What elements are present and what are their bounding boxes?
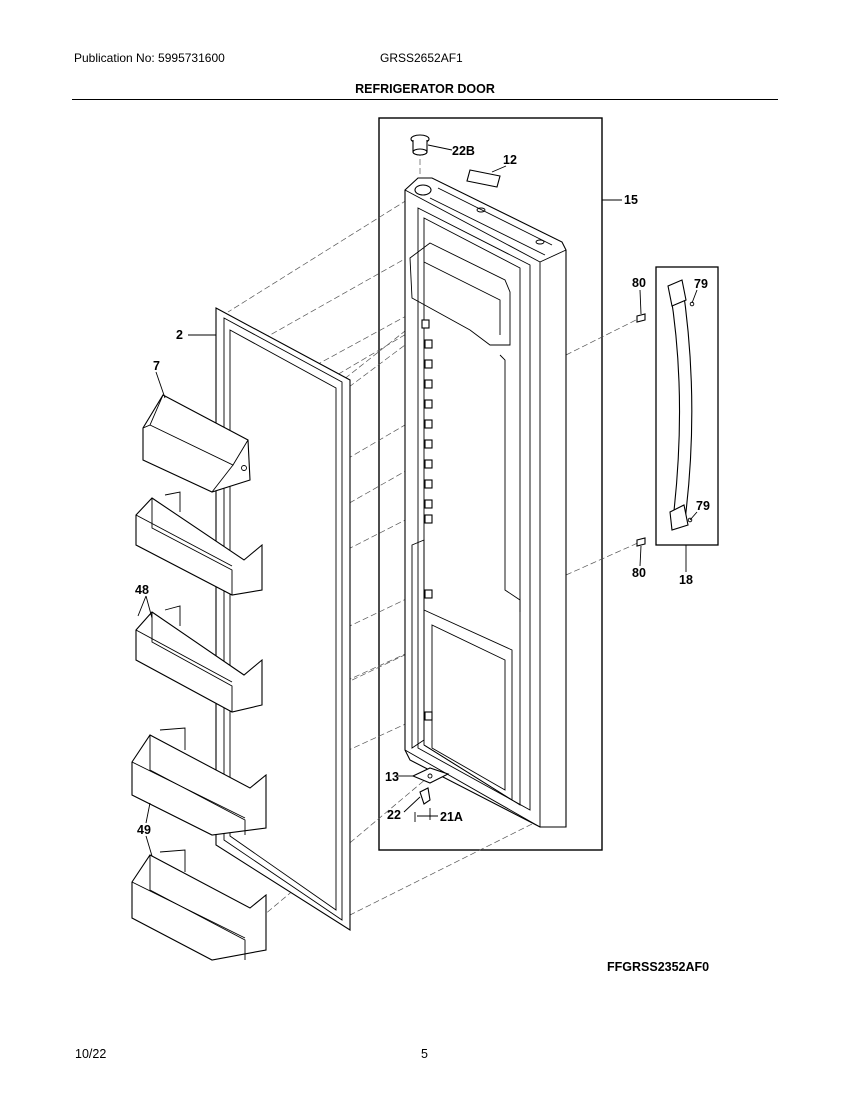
callout-22: 22 — [387, 808, 401, 822]
publication-number: Publication No: 5995731600 — [74, 51, 225, 65]
part-7-dairy-bin — [142, 394, 251, 493]
callout-13: 13 — [385, 770, 399, 784]
callout-7: 7 — [153, 359, 160, 373]
callout-79-bottom: 79 — [696, 499, 710, 513]
part-13-hinge — [411, 767, 450, 822]
part-22b-cap — [410, 134, 430, 156]
callout-22b: 22B — [452, 144, 475, 158]
door-liner — [404, 177, 567, 828]
door-assembly-frame — [378, 117, 603, 851]
door-bin-1 — [135, 491, 263, 596]
callout-79-top: 79 — [694, 277, 708, 291]
header-divider — [72, 99, 778, 100]
callout-18: 18 — [679, 573, 693, 587]
callout-80-top: 80 — [632, 276, 646, 290]
page-number: 5 — [421, 1047, 428, 1061]
callout-80-bottom: 80 — [632, 566, 646, 580]
page-title: REFRIGERATOR DOOR — [355, 82, 495, 96]
footer-date: 10/22 — [75, 1047, 107, 1061]
model-number: GRSS2652AF1 — [380, 51, 463, 65]
handle-screws — [636, 313, 646, 547]
callout-48: 48 — [135, 583, 149, 597]
callout-49: 49 — [137, 823, 151, 837]
callout-2: 2 — [176, 328, 183, 342]
callout-12: 12 — [503, 153, 517, 167]
handle-assembly-frame — [655, 266, 719, 546]
door-bin-3 — [131, 727, 267, 836]
door-handle — [667, 279, 695, 531]
callout-15: 15 — [624, 193, 638, 207]
door-gasket — [215, 307, 351, 932]
callout-21a: 21A — [440, 810, 463, 824]
part-12-plate — [466, 169, 501, 188]
diagram-code: FFGRSS2352AF0 — [607, 960, 710, 974]
leader-lines — [137, 144, 698, 857]
door-bin-2 — [135, 605, 263, 713]
door-bin-4 — [131, 849, 267, 961]
